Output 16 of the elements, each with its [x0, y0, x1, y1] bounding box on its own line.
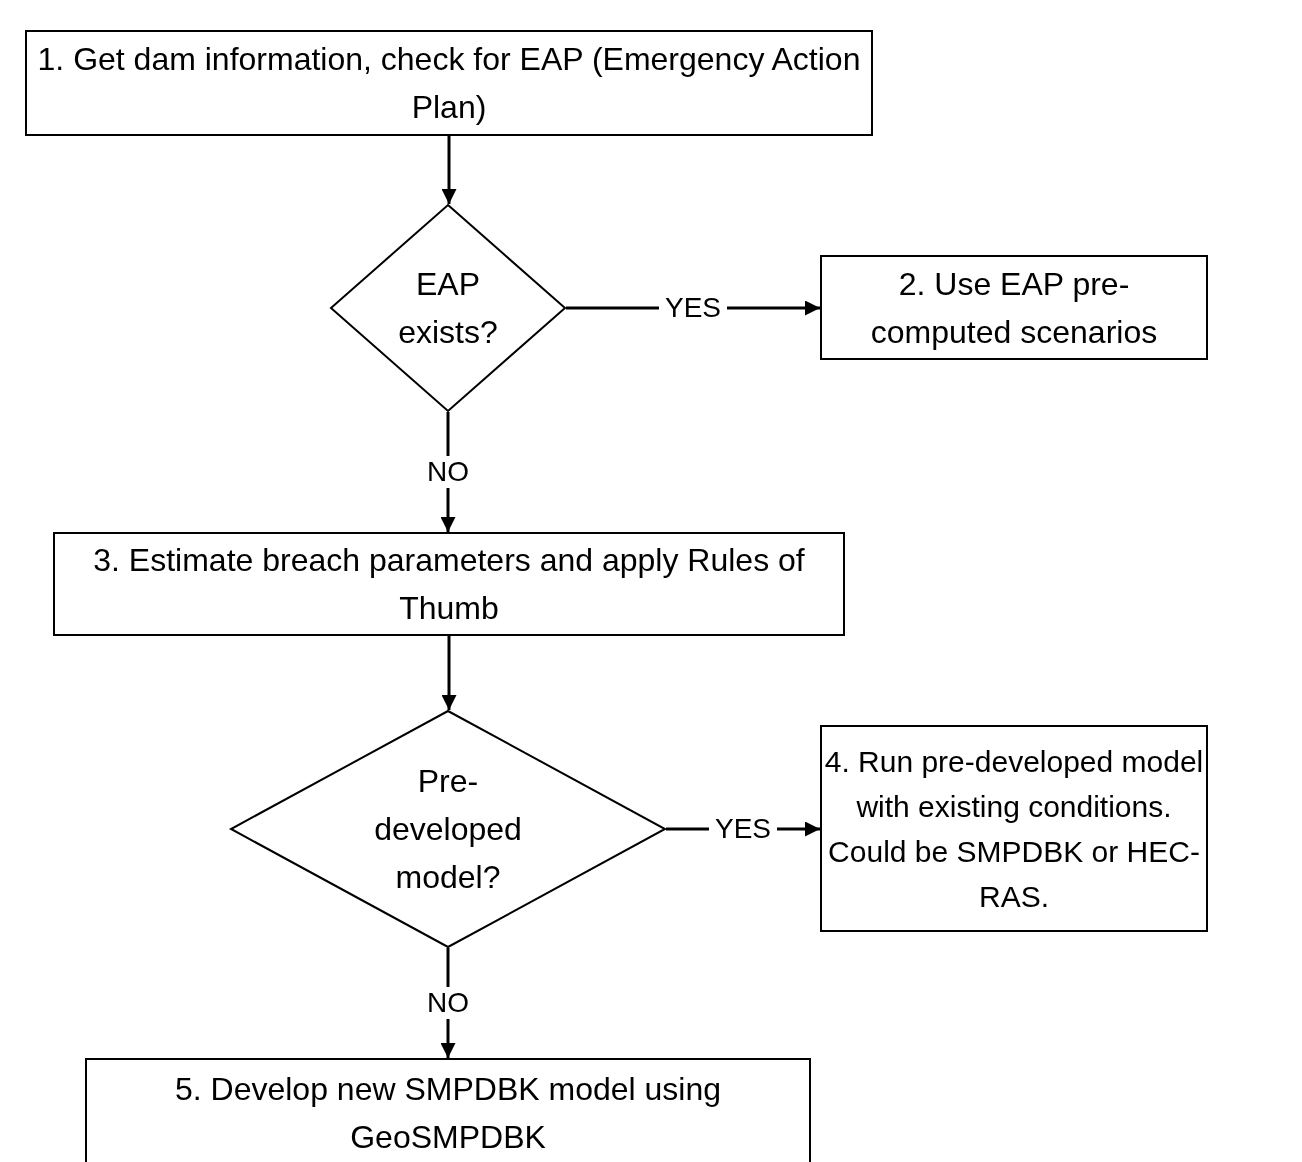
- process-box: [85, 1058, 811, 1162]
- node-text: 4. Run pre-developed model with existing conditions. Could be SMPDBK or HEC-RAS.: [823, 743, 1205, 915]
- process-box: [25, 30, 873, 136]
- node-text: 2. Use EAP pre-computed scenarios: [869, 264, 1159, 352]
- process-box: [820, 255, 1208, 360]
- decision-diamond: [330, 204, 566, 412]
- node-text: 1. Get dam information, check for EAP (Emergency Action Plan): [36, 40, 862, 127]
- process-box: [820, 725, 1208, 932]
- arrow: [441, 636, 457, 710]
- node-text: 5. Develop new SMPDBK model using GeoSMPDBK: [173, 1070, 722, 1157]
- arrow: [441, 136, 457, 204]
- process-box: [53, 532, 845, 636]
- node-text: Pre-developed model?: [373, 762, 523, 897]
- node-text: EAP exists?: [397, 265, 499, 352]
- node-text: 3. Estimate breach parameters and apply Rules of Thumb: [92, 541, 806, 628]
- decision-diamond: [230, 710, 666, 948]
